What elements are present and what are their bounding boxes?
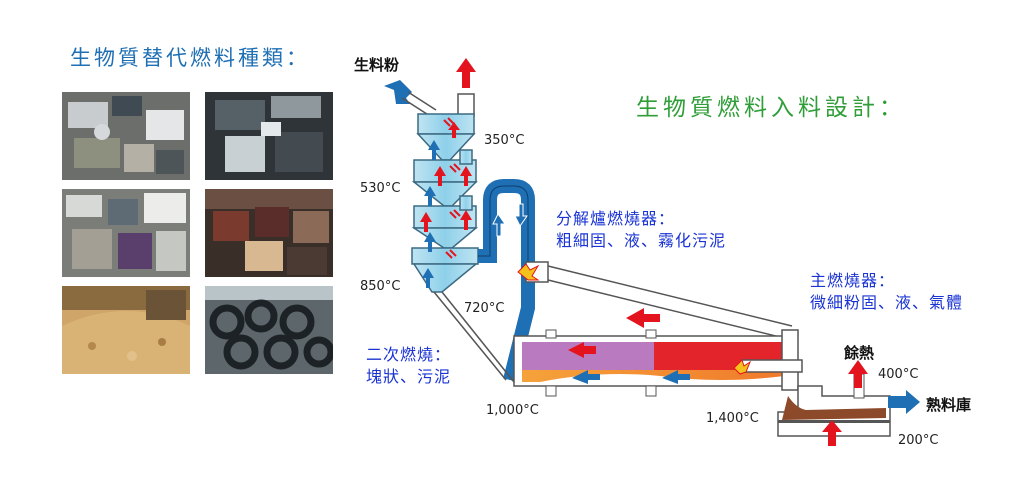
clinker-cooler (777, 360, 920, 446)
secondary-note-desc: 塊狀、污泥 (366, 367, 452, 386)
temp-720: 720°C (464, 301, 504, 316)
photo-mixed-waste-1 (62, 92, 190, 180)
kiln-material-arrow-1 (572, 370, 600, 384)
tertiary-air-duct (547, 265, 793, 341)
waste-heat-arrow (848, 360, 868, 388)
main-burner-note-desc: 微細粉固、液、氣體 (810, 293, 964, 312)
temp-350: 350°C (484, 133, 524, 148)
calciner-note-title: 分解爐燃燒器： (556, 209, 676, 228)
kiln-material-arrow-2 (662, 370, 690, 384)
right-title: 生物質燃料入料設計： (636, 95, 906, 121)
temp-400: 400°C (878, 367, 918, 382)
calciner-burner (517, 261, 549, 283)
main-burner-note: 主燃燒器： 微細粉固、液、氣體 (810, 270, 1024, 314)
calciner-note: 分解爐燃燒器： 粗細固、液、霧化污泥 (556, 208, 726, 252)
temp-1400: 1,400°C (706, 411, 759, 426)
photo-mixed-waste-2 (205, 92, 333, 180)
photo-mixed-waste-3 (62, 189, 190, 277)
temp-850: 850°C (360, 279, 400, 294)
temp-1000: 1,000°C (486, 403, 539, 418)
secondary-note: 二次燃燒： 塊狀、污泥 (366, 344, 451, 388)
clinker-out-arrow (888, 390, 920, 414)
clinker-store-label: 熟料庫 (926, 396, 971, 414)
preheater-cyclone-tower (411, 113, 479, 293)
kiln-gas-arrow (568, 342, 596, 358)
main-burner-note-title: 主燃燒器： (810, 271, 896, 290)
waste-heat-label: 餘熱 (844, 344, 874, 362)
photo-wood-chips (62, 286, 190, 374)
main-burner (741, 359, 803, 373)
exhaust-up-arrow (456, 58, 476, 88)
raw-meal-label: 生料粉 (354, 56, 399, 74)
rotary-kiln (513, 329, 803, 397)
temp-530: 530°C (360, 181, 400, 196)
secondary-note-title: 二次燃燒： (366, 345, 452, 364)
calciner-note-desc: 粗細固、液、霧化污泥 (556, 231, 727, 250)
left-title: 生物質替代燃料種類： (70, 46, 310, 70)
temp-200: 200°C (898, 433, 938, 448)
raw-meal-inlet-arrow (384, 80, 412, 104)
photo-furniture-waste (205, 189, 333, 277)
exhaust-stack (457, 93, 475, 117)
photo-tires (205, 286, 333, 374)
cooling-air-arrow (822, 420, 842, 446)
